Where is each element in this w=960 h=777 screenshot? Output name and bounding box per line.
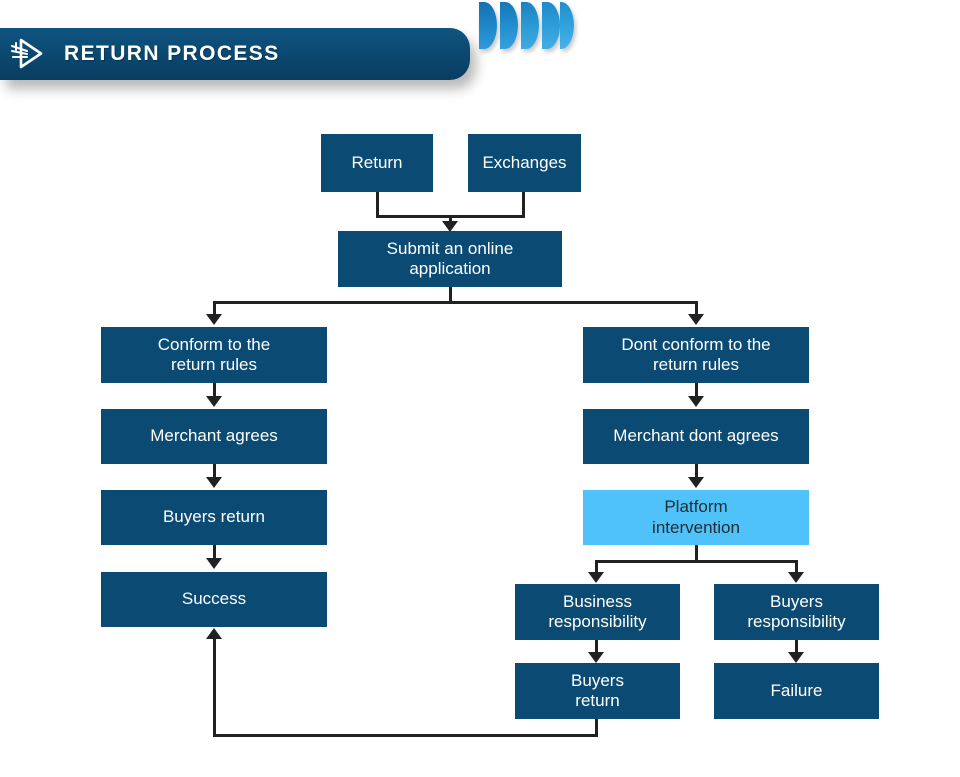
connector-split-right-down [695, 301, 698, 318]
node-return[interactable]: Return [321, 134, 433, 192]
connector-merchant-to-buyers [213, 464, 216, 479]
arrowhead-to-failure [788, 652, 804, 663]
node-platform-intervention[interactable]: Platform intervention [583, 490, 809, 545]
header-stripe-1 [479, 2, 497, 49]
header-stripe-4 [542, 2, 560, 49]
header-stripe-2 [500, 2, 518, 49]
connector-dontconform-to-merchantdont [695, 383, 698, 398]
header-banner: RETURN PROCESS [0, 28, 470, 80]
connector-merchantdont-to-platform [695, 464, 698, 479]
connector-merge-down [449, 215, 452, 226]
node-exchanges[interactable]: Exchanges [468, 134, 581, 192]
connector-loop-up [213, 638, 216, 735]
arrowhead-to-conform [206, 314, 222, 325]
arrowhead-to-merchant-agrees [206, 396, 222, 407]
connector-business-to-buyersreturn [595, 640, 598, 654]
connector-split-bar [213, 301, 698, 304]
header-bar [0, 28, 470, 80]
arrowhead-to-merchant-dont-agrees [688, 396, 704, 407]
node-merchant-agrees[interactable]: Merchant agrees [101, 409, 327, 464]
connector-return-down [376, 192, 379, 218]
node-failure[interactable]: Failure [714, 663, 879, 719]
node-buyers-responsibility[interactable]: Buyers responsibility [714, 584, 879, 640]
connector-buyers-to-success [213, 545, 216, 560]
connector-submit-down [449, 287, 452, 304]
header-stripe-3 [521, 2, 539, 49]
connector-split-left-down [213, 301, 216, 318]
connector-platform-down [695, 545, 698, 563]
node-business-responsibility[interactable]: Business responsibility [515, 584, 680, 640]
connector-loop-bottom [213, 734, 598, 737]
node-merchant-dont-agrees[interactable]: Merchant dont agrees [583, 409, 809, 464]
page-title: RETURN PROCESS [64, 42, 280, 65]
node-conform-to-return-rules[interactable]: Conform to the return rules [101, 327, 327, 383]
arrowhead-to-buyers-responsibility [788, 572, 804, 583]
node-success[interactable]: Success [101, 572, 327, 627]
play-triangle-arrow-icon [10, 37, 46, 71]
arrowhead-to-buyers-return-right [588, 652, 604, 663]
node-dont-conform-to-return-rules[interactable]: Dont conform to the return rules [583, 327, 809, 383]
arrowhead-to-platform-intervention [688, 477, 704, 488]
connector-platform-split-bar [595, 560, 798, 563]
header-stripe-5 [560, 2, 574, 49]
node-submit-online-application[interactable]: Submit an online application [338, 231, 562, 287]
arrowhead-to-submit [442, 221, 458, 232]
connector-buyersresp-to-failure [795, 640, 798, 654]
connector-loop-down [595, 719, 598, 737]
connector-platform-split-left [595, 560, 598, 576]
arrowhead-to-dont-conform [688, 314, 704, 325]
connector-exchanges-down [522, 192, 525, 218]
connector-platform-split-right [795, 560, 798, 576]
arrowhead-to-buyers-return-left [206, 477, 222, 488]
connector-conform-to-merchant [213, 383, 216, 398]
node-buyers-return-right[interactable]: Buyers return [515, 663, 680, 719]
node-buyers-return-left[interactable]: Buyers return [101, 490, 327, 545]
arrowhead-to-success [206, 558, 222, 569]
arrowhead-to-business-responsibility [588, 572, 604, 583]
arrowhead-loop-to-success [206, 628, 222, 639]
